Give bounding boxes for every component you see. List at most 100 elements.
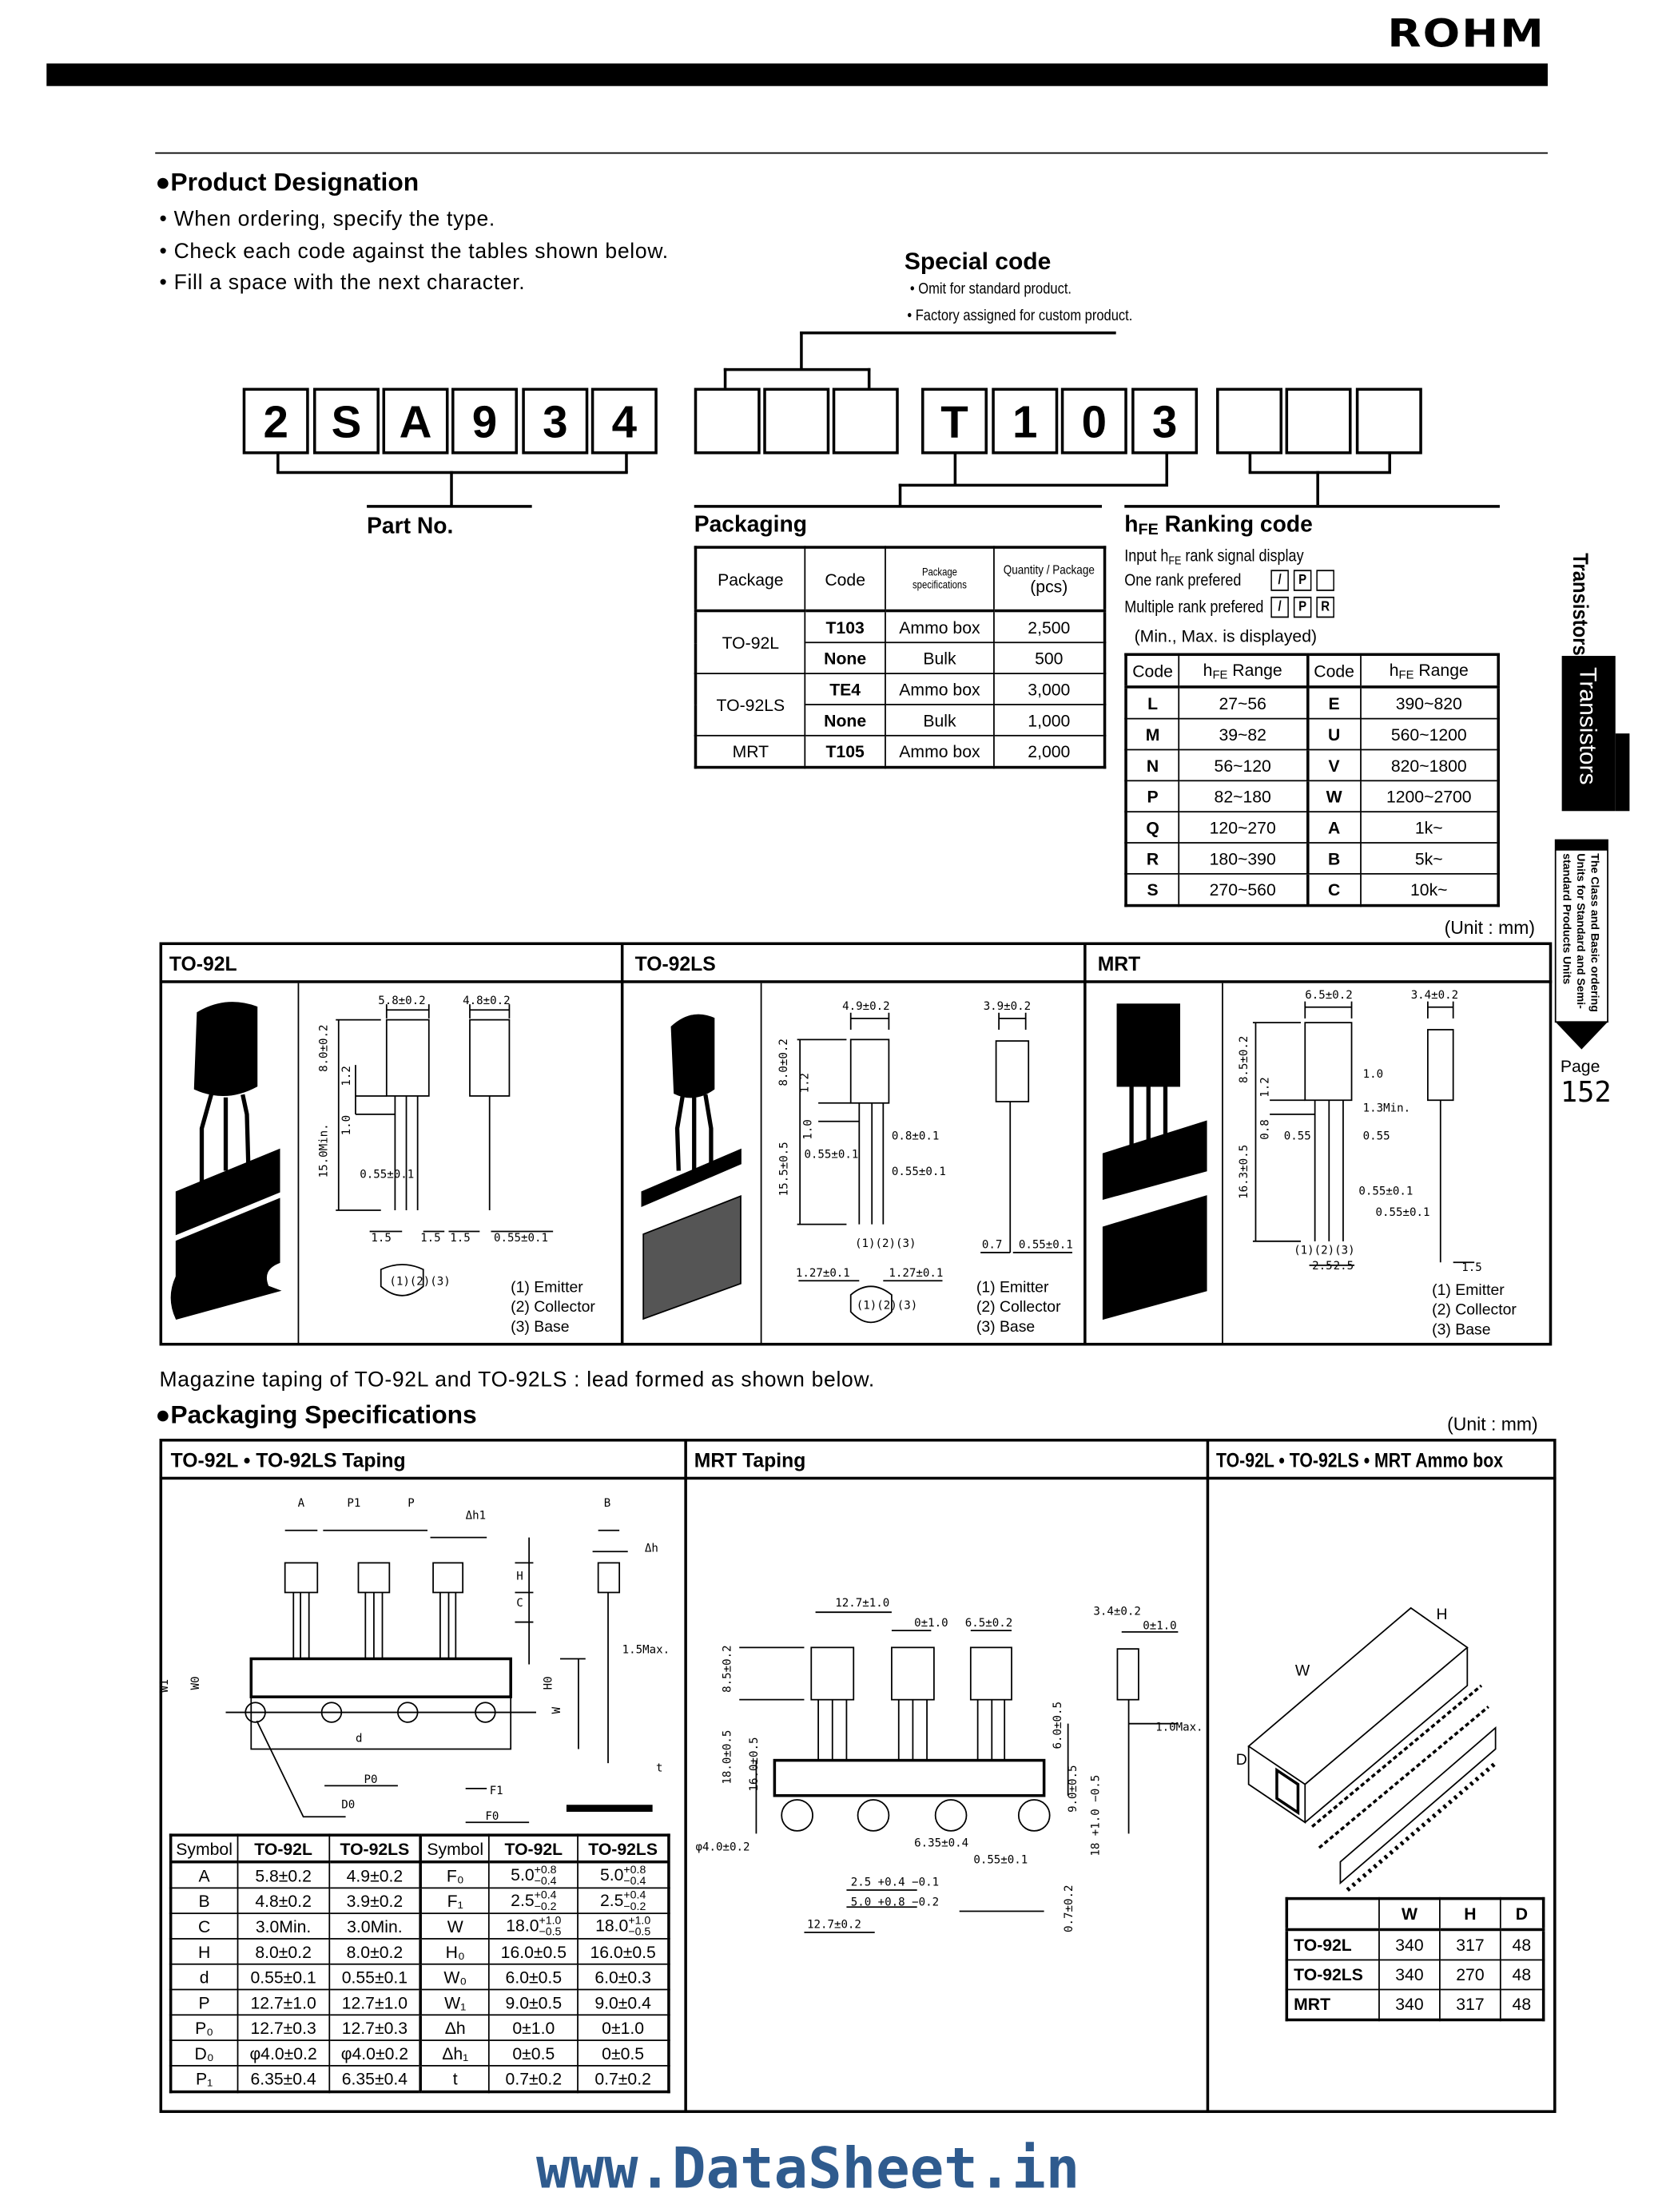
dimension-label: 0.7±0.2	[1063, 1885, 1076, 1932]
spec-cell: Ammo box	[885, 734, 995, 768]
value: 3.0Min.	[255, 1916, 312, 1936]
col-qty: Quantity / Package(pcs)	[993, 546, 1106, 613]
dimension-label: 8.0±0.2	[777, 1038, 790, 1086]
symbol-cell: B	[169, 1887, 238, 1915]
column-header: Symbol	[419, 1834, 491, 1864]
dimension-label: 2.5 +0.4 −0.1	[851, 1876, 939, 1889]
value: 0±0.5	[602, 2043, 645, 2063]
dimension-label: φ4.0±0.2	[695, 1841, 749, 1854]
dimension-label: (3) Base	[1432, 1320, 1490, 1338]
hfe-range: 27~56	[1178, 686, 1309, 720]
rank-box: /	[1270, 570, 1289, 592]
dimension-label: 0.55±0.1	[804, 1149, 858, 1162]
symbol-cell: W₀	[419, 1963, 491, 1991]
dimension-cell: 317	[1439, 1988, 1501, 2021]
col-spec: Package specifications	[885, 546, 995, 613]
value: C	[197, 1916, 211, 1936]
bracket	[1388, 451, 1391, 473]
value: t	[452, 2068, 458, 2089]
value-cell: 0.55±0.1	[236, 1963, 331, 1991]
dimension-label: 1.2	[340, 1066, 353, 1086]
rank-code: C	[1306, 872, 1362, 907]
rank-code: N	[1125, 749, 1180, 782]
dimension-label: (3) Base	[976, 1318, 1035, 1336]
value-cell: 3.9±0.2	[328, 1887, 422, 1915]
bullet-1: • When ordering, specify the type.	[159, 207, 496, 232]
spec-cell: Ammo box	[885, 673, 995, 705]
unit-label-2: (Unit : mm)	[1447, 1413, 1538, 1435]
hfe-range: 1200~2700	[1359, 780, 1500, 813]
hfe-title-h: h	[1124, 513, 1139, 538]
dimension-label: 0.8	[1258, 1119, 1271, 1139]
value: 2.5	[599, 1889, 624, 1910]
dimension-label: (3) Base	[511, 1318, 569, 1336]
value-cell: 3.0Min.	[236, 1912, 331, 1940]
dimension-label: 0±1.0	[914, 1617, 948, 1630]
text: rank signal display	[1181, 546, 1304, 566]
tolerance-upper: +0.8	[534, 1862, 557, 1876]
dimension-label: D	[1236, 1751, 1247, 1769]
code-box-part: S	[312, 387, 380, 455]
mrt-title: MRT	[1097, 951, 1141, 975]
hfe-range: 1k~	[1359, 811, 1500, 844]
dimension-label: 1.5Max.	[622, 1643, 670, 1656]
to92-taping-drawing	[225, 1529, 653, 1824]
mrt-drawing	[1252, 1001, 1475, 1266]
dimension-label: (1)(2)(3)	[1294, 1245, 1354, 1257]
column-header: TO-92LS	[328, 1834, 422, 1864]
col-code: Code	[804, 546, 886, 613]
to92l-drawing	[336, 1004, 554, 1297]
dimension-label: 0.55±0.1	[973, 1853, 1028, 1866]
active-section-tab[interactable]: Transistors	[1561, 656, 1616, 812]
bracket	[276, 451, 280, 473]
dimension-label: 16.3±0.5	[1238, 1145, 1250, 1199]
value-cell: 9.0±0.4	[577, 1988, 670, 2016]
value: 9.0±0.5	[505, 1992, 563, 2012]
divider	[760, 983, 762, 1344]
hfe-note: (Min., Max. is displayed)	[1134, 625, 1318, 646]
code-box-blank1	[763, 387, 830, 455]
dimension-label: (1)(2)(3)	[855, 1237, 916, 1250]
dimension-label: Δh1	[466, 1510, 486, 1523]
text: FE	[1168, 553, 1182, 567]
hfe-range: 180~390	[1178, 842, 1309, 875]
col-spec-label: Package specifications	[913, 566, 967, 591]
divider	[1206, 1439, 1210, 2114]
dimension-label: 1.2	[799, 1073, 812, 1093]
rank-code: A	[1306, 811, 1362, 844]
code-cell: None	[804, 704, 886, 737]
divider	[620, 942, 624, 1346]
watermark: www.DataSheet.in	[535, 2137, 1080, 2202]
active-section-tab-label: Transistors	[1574, 667, 1602, 785]
tolerance-upper: +0.4	[534, 1888, 557, 1901]
dimension-label: 15.0Min.	[318, 1123, 331, 1177]
text: h	[1389, 660, 1399, 681]
value-cell: 12.7±0.3	[236, 2014, 331, 2041]
value: 0.55±0.1	[341, 1967, 408, 1987]
value-cell: 16.0±0.5	[577, 1938, 670, 1965]
rohm-logo: ROHM	[1387, 12, 1545, 57]
qty-cell: 2,000	[993, 734, 1106, 768]
dimension-label: 16.0±0.5	[748, 1737, 761, 1791]
guide-tab[interactable]: The Class and Basic ordering Units for S…	[1554, 839, 1608, 1023]
text: Range	[1227, 660, 1282, 681]
hfe-range: 10k~	[1359, 872, 1500, 907]
value: F₁	[447, 1890, 463, 1911]
dimension-label: 1.27±0.1	[796, 1267, 850, 1280]
tolerance-lower: −0.2	[623, 1899, 646, 1912]
symbol-cell: H	[169, 1938, 238, 1965]
value-cell: 6.0±0.3	[577, 1963, 670, 1991]
divider	[297, 983, 300, 1344]
packaging-underline	[694, 505, 1103, 508]
